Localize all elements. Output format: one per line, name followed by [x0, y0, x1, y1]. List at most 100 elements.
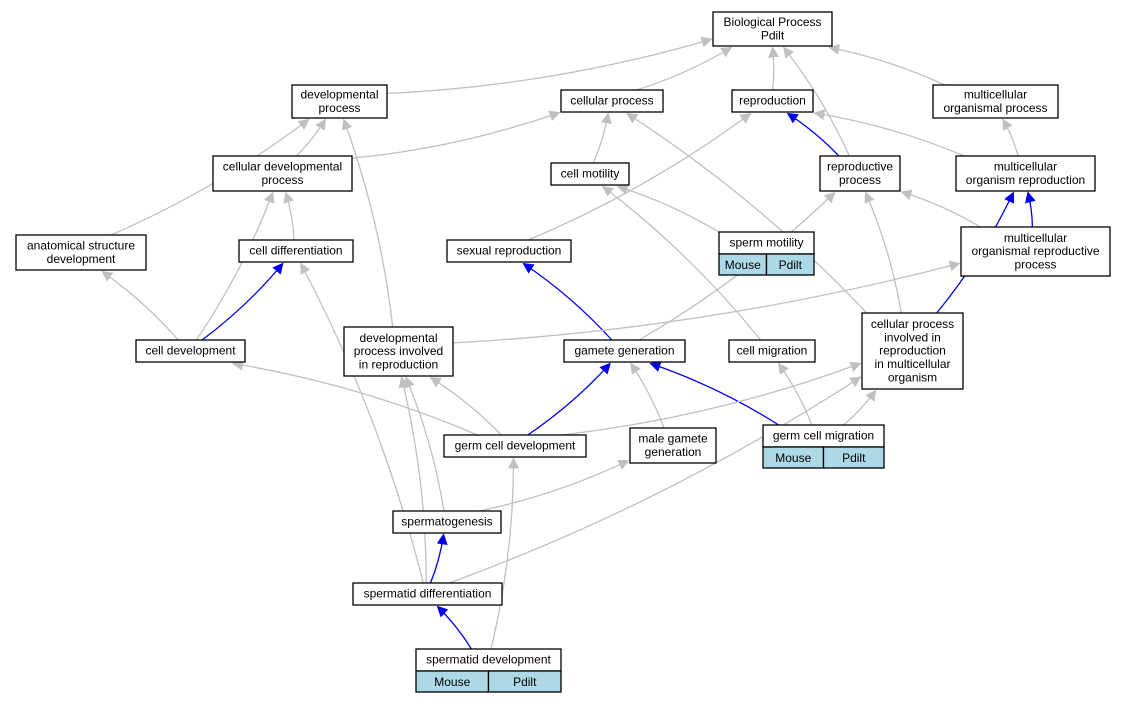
node-cpir-label-1: involved in — [884, 330, 941, 344]
node-cdiff-label-0: cell differentiation — [249, 244, 342, 258]
edge-gcd-to-cpir — [560, 361, 862, 436]
node-asd-label-0: anatomical structure — [27, 239, 135, 253]
edge-rep-to-bp — [768, 46, 780, 91]
node-rep-label-0: reproduction — [739, 94, 806, 108]
node-gcm-cell-1-label: Pdilt — [842, 451, 866, 465]
node-sg[interactable]: spermatogenesis — [392, 510, 502, 534]
node-smot-cell-1 — [765, 253, 815, 276]
node-dpir-label-2: in reproduction — [359, 358, 438, 372]
node-sdev-cell-1-label: Pdilt — [513, 675, 537, 689]
edge-cm-to-cp — [592, 112, 612, 164]
node-rep[interactable]: reproduction — [731, 89, 814, 113]
edge-morp-to-rp — [900, 189, 981, 228]
edge-rp-to-rep — [786, 112, 840, 157]
edge-dpir-to-morp — [452, 260, 961, 344]
edge-sdev-to-sdiff — [436, 605, 472, 650]
node-morp-label-0: multicellular — [1004, 231, 1067, 245]
edge-gcm-to-gg — [649, 361, 780, 426]
node-sg-label-0: spermatogenesis — [401, 515, 492, 529]
edge-cpir-to-rp — [864, 191, 902, 314]
node-gcd-box — [443, 434, 587, 458]
node-asd-box — [15, 234, 147, 271]
node-cdev[interactable]: cell development — [135, 339, 246, 363]
edge-cdev-to-cdiff — [201, 262, 284, 341]
node-morp-label-2: process — [1014, 258, 1056, 272]
node-cm[interactable]: cell motility — [550, 162, 630, 186]
node-cpir-label-3: in multicellular — [874, 357, 950, 371]
node-cpir-label-2: reproduction — [879, 344, 946, 358]
node-dp-label-1: process — [318, 101, 360, 115]
edge-gcd-to-gg — [527, 362, 611, 436]
node-dpir-box — [343, 326, 454, 377]
node-dpir-label-1: process involved — [354, 344, 443, 358]
edge-cdiff-to-cdp — [283, 191, 295, 241]
node-mgg-label-1: generation — [645, 445, 702, 459]
node-rp-box — [819, 155, 901, 192]
node-mop-box — [932, 84, 1059, 119]
node-smot-cell-1-label: Pdilt — [779, 258, 803, 272]
node-mor-label-1: organism reproduction — [966, 173, 1085, 187]
edge-cmig-to-cm — [602, 185, 762, 341]
edge-sdiff-to-dpir — [398, 376, 427, 584]
node-cdiff[interactable]: cell differentiation — [238, 239, 354, 263]
node-gg-label-0: gamete generation — [574, 344, 674, 358]
edge-cdev-to-asd — [101, 270, 179, 341]
edge-cp-to-bp — [636, 46, 733, 91]
node-bp-label-1: Pdilt — [761, 28, 785, 42]
node-rp-label-0: reproductive — [827, 160, 893, 174]
node-mop-label-1: organismal process — [943, 101, 1047, 115]
node-sdev-cell-1 — [487, 670, 562, 693]
node-cm-label-0: cell motility — [561, 167, 620, 181]
node-cp[interactable]: cellular process — [560, 89, 664, 113]
edge-rp-to-bp — [783, 46, 850, 157]
edge-gcm-to-cmig — [778, 362, 813, 426]
node-sdiff[interactable]: spermatid differentiation — [352, 582, 503, 606]
edge-mop-to-bp — [828, 44, 945, 86]
node-cdp-label-0: cellular developmental — [223, 160, 342, 174]
node-sr-label-0: sexual reproduction — [457, 244, 562, 258]
node-gcd[interactable]: germ cell development — [443, 434, 587, 458]
node-cmig[interactable]: cell migration — [728, 339, 816, 363]
edge-smot-to-cm — [616, 184, 720, 233]
node-sdev-cell-0-label: Mouse — [434, 675, 470, 689]
node-gg[interactable]: gamete generation — [563, 339, 686, 363]
node-mop-label-0: multicellular — [964, 88, 1027, 102]
node-mgg-label-0: male gamete — [638, 432, 708, 446]
edge-cdp-to-dp — [295, 118, 326, 157]
edge-gcd-to-dpir — [429, 376, 502, 436]
node-sr[interactable]: sexual reproduction — [446, 239, 572, 263]
edge-sg-to-mgg — [479, 459, 630, 512]
edges-layer — [101, 36, 1036, 650]
node-asd-label-1: development — [47, 252, 116, 266]
edge-gg-to-sr — [522, 262, 613, 341]
edge-sg-to-dpir — [404, 376, 445, 512]
edge-sr-to-rep — [528, 112, 752, 241]
node-smot-label-0: sperm motility — [729, 236, 803, 250]
node-mor-box — [955, 155, 1096, 192]
node-mgg-box — [629, 427, 717, 464]
edge-dpir-to-dp — [341, 118, 394, 328]
node-cm-box — [550, 162, 630, 186]
node-gcm-cell-0-label: Mouse — [775, 451, 811, 465]
edge-sdiff-to-cdiff — [300, 262, 424, 584]
node-cpir-label-0: cellular process — [871, 317, 954, 331]
node-cmig-box — [728, 339, 816, 363]
node-cp-box — [560, 89, 664, 113]
edge-gcd-to-cdev — [232, 359, 478, 436]
